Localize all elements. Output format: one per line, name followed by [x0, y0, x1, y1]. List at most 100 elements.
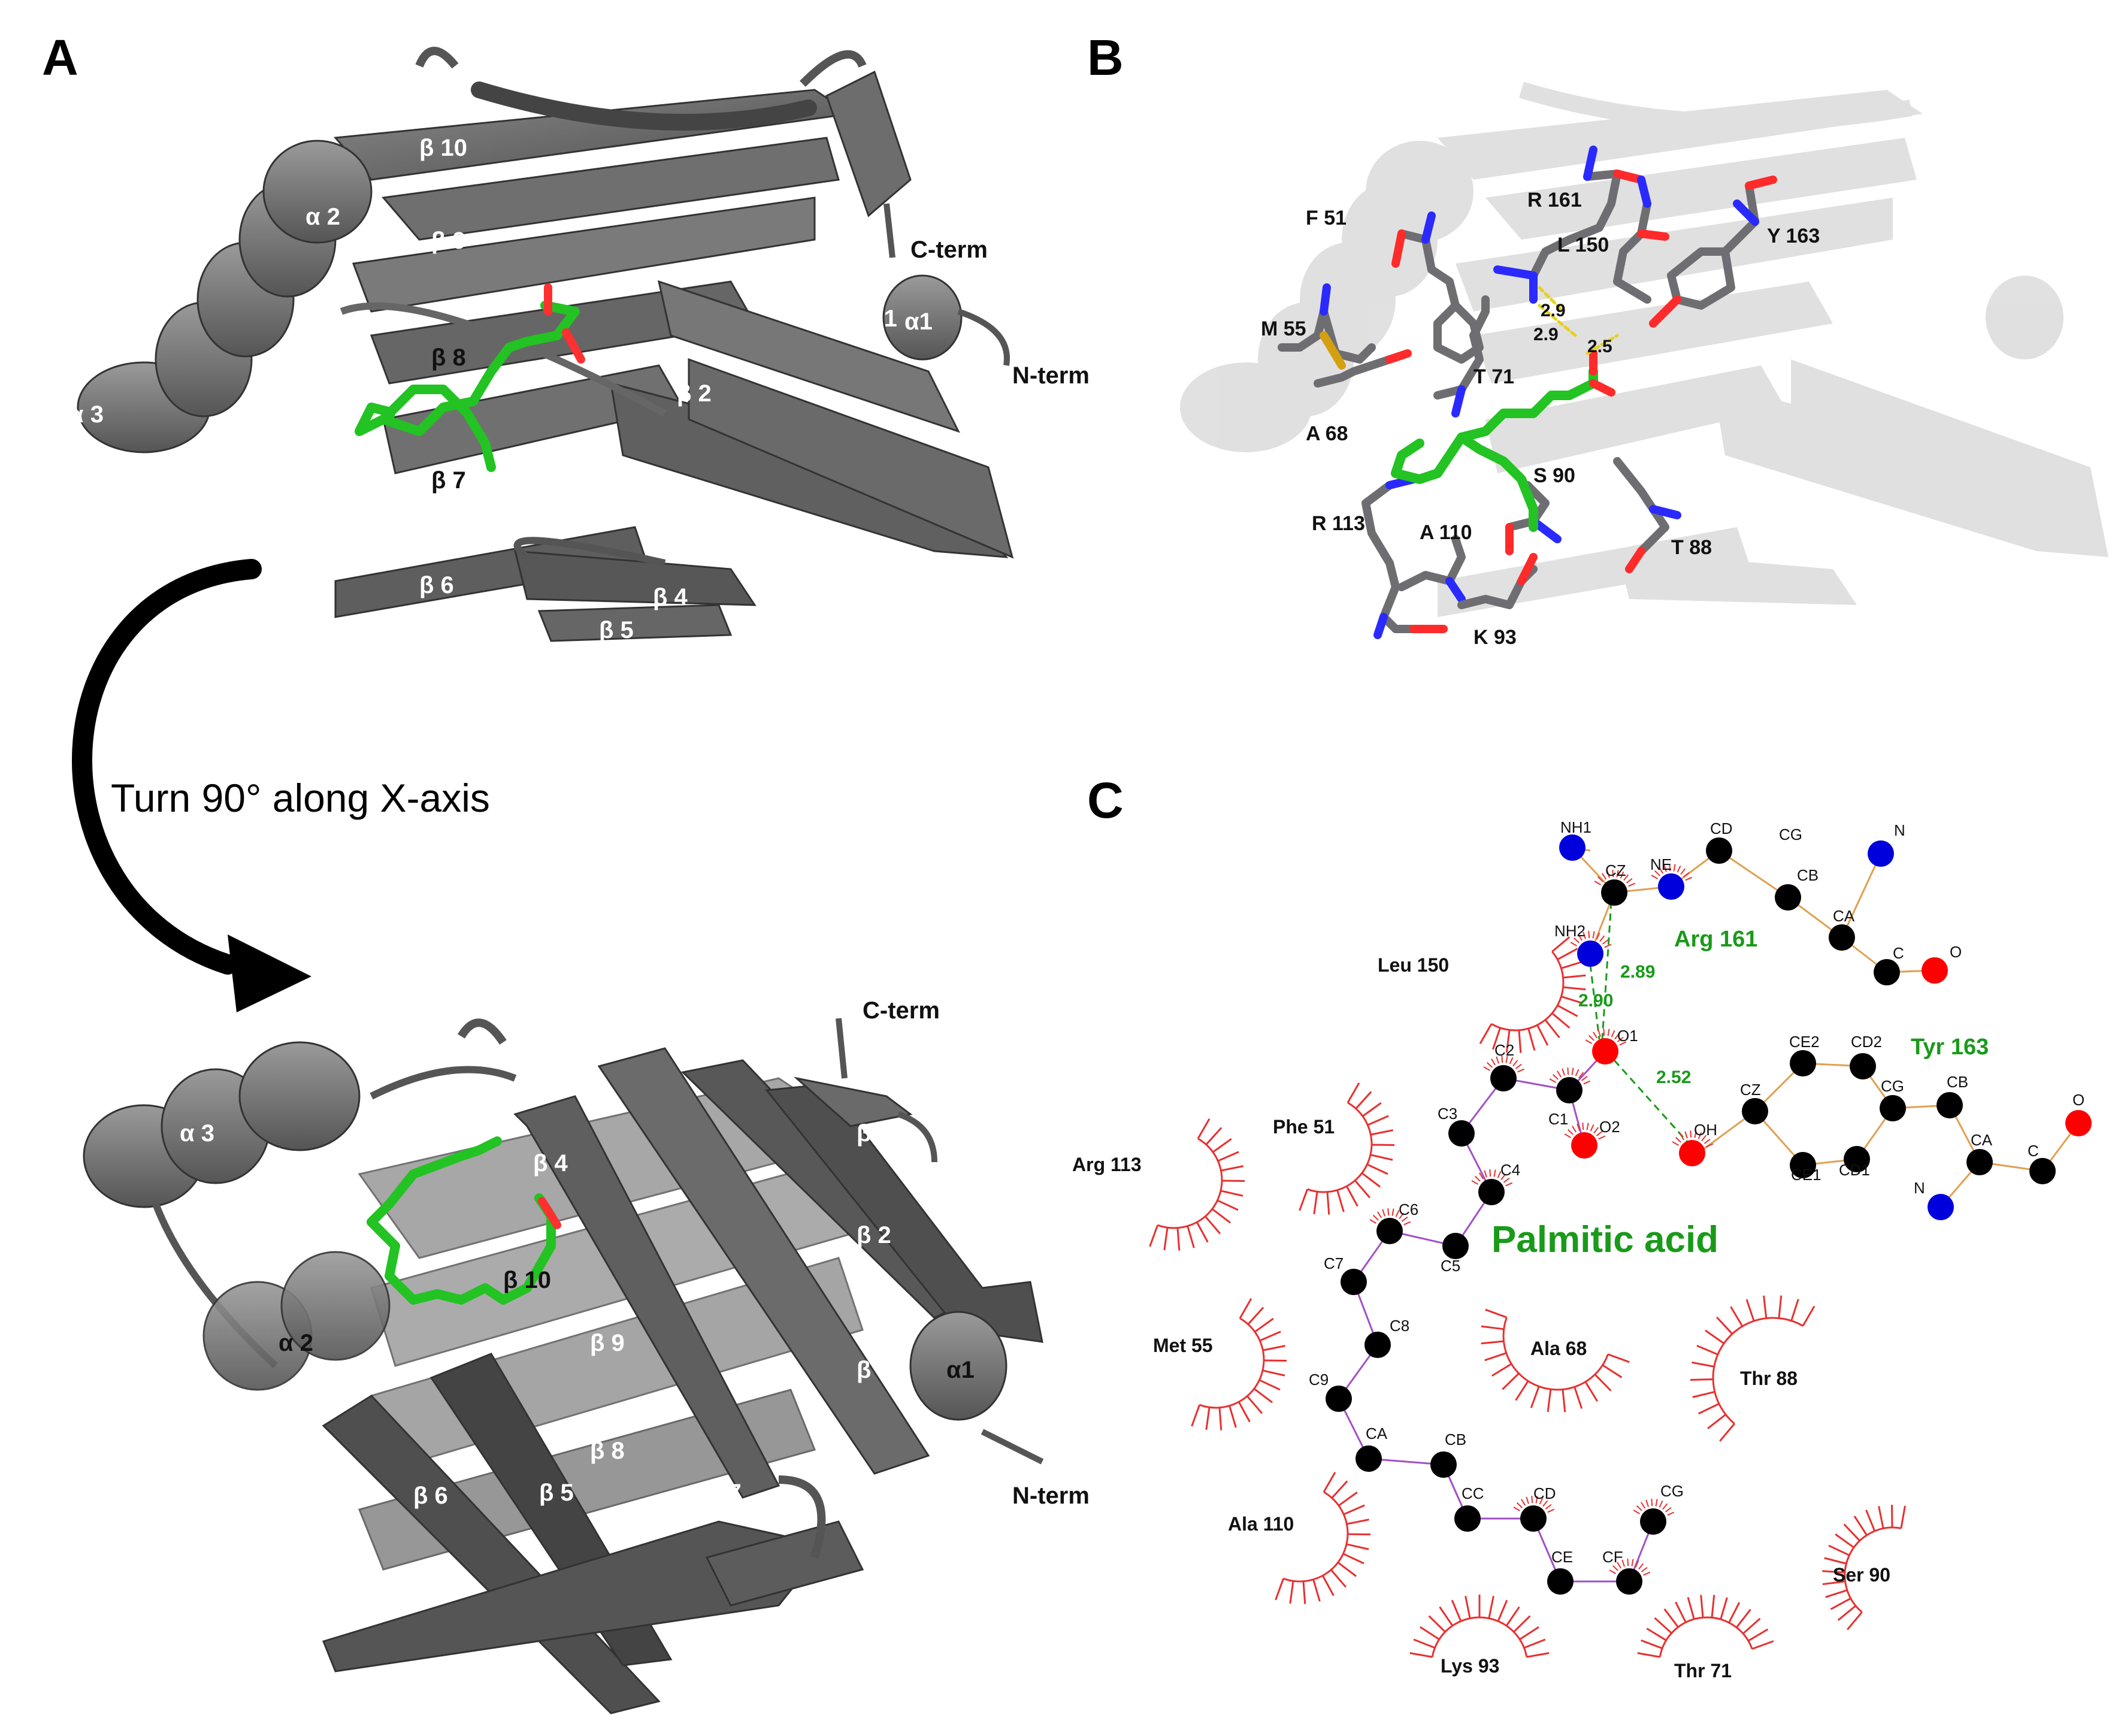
atoms [1326, 834, 2092, 1595]
atom-lig-c5 [1442, 1233, 1469, 1259]
atom-lig-cc [1454, 1505, 1481, 1532]
label-top-b2: β 2 [677, 380, 712, 407]
atom-label-arg-cd: CD [1710, 819, 1733, 837]
atom-label-lig-c9: C9 [1309, 1371, 1329, 1389]
atom-tyr-cd1 [1844, 1146, 1870, 1172]
atom-label-arg-nh2: NH2 [1554, 922, 1585, 940]
label-top-b5: β 5 [599, 617, 634, 643]
label-bottom-b10: β 10 [503, 1267, 551, 1293]
panel-letter-b: B [1087, 29, 1124, 86]
atom-label-arg-o: O [1950, 943, 1962, 961]
label-bottom-b2: β 2 [857, 1222, 891, 1248]
label-b-m55: M 55 [1261, 317, 1306, 340]
rotation-caption: Turn 90° along X-axis [111, 776, 490, 820]
atom-tyr-o [2065, 1110, 2092, 1136]
panel-letter-a: A [42, 29, 78, 86]
label-top-b7: β 7 [431, 467, 466, 494]
hydrophobic-arc-thr88 [1690, 1295, 1816, 1442]
atom-lig-c9 [1326, 1386, 1352, 1412]
label-top-b6: β 6 [419, 572, 454, 598]
atom-label-arg-ne: NE [1650, 855, 1672, 873]
atom-label-lig-c1: C1 [1548, 1110, 1568, 1128]
label-bottom-n-term: N-term [1012, 1483, 1090, 1509]
label-bottom-b1: β 1 [857, 1120, 891, 1147]
label-top-a2: α 2 [305, 204, 340, 230]
label-c-dist-252: 2.52 [1656, 1067, 1691, 1087]
atom-lig-o1 [1592, 1038, 1618, 1064]
label-top-b3: β 3 [653, 494, 688, 521]
atom-tyr-c [2029, 1158, 2056, 1184]
label-c-ser90: Ser 90 [1833, 1564, 1890, 1586]
atom-label-tyr-c: C [2028, 1142, 2039, 1160]
atom-tyr-oh [1679, 1140, 1705, 1166]
label-bottom-b7: β 7 [707, 1480, 742, 1506]
atom-lig-c2 [1490, 1065, 1517, 1091]
atom-arg-nh2 [1577, 940, 1603, 967]
atom-lig-c8 [1364, 1332, 1391, 1358]
label-c-ligand: Palmitic acid [1491, 1219, 1718, 1260]
label-b-t88: T 88 [1671, 536, 1712, 559]
label-b-y163: Y 163 [1767, 225, 1820, 247]
atom-arg-cb [1829, 924, 1855, 951]
atom-label-lig-o2: O2 [1599, 1118, 1620, 1136]
atom-label-tyr-ca: CA [1971, 1131, 1993, 1149]
atom-label-tyr-ce2: CE2 [1789, 1033, 1820, 1051]
helix-a1-bottom [909, 1311, 1007, 1421]
label-c-arg113: Arg 113 [1072, 1154, 1142, 1175]
atom-lig-cg [1640, 1508, 1666, 1535]
atom-label-tyr-cd2: CD2 [1851, 1033, 1882, 1051]
atom-label-lig-cb: CB [1445, 1430, 1466, 1448]
hydrophobic-arc-arg113 [1149, 1118, 1245, 1251]
label-b-dist-1: 2.9 [1541, 301, 1566, 320]
label-b-r113: R 113 [1312, 512, 1365, 535]
label-top-b9: β 9 [431, 228, 466, 254]
label-b-r161: R 161 [1527, 189, 1582, 211]
atom-arg-o [1922, 957, 1948, 984]
atom-arg-c [1874, 959, 1900, 985]
label-b-f51: F 51 [1306, 207, 1347, 229]
label-b-dist-3: 2.5 [1587, 337, 1612, 356]
atom-arg-cg [1775, 884, 1801, 911]
atom-lig-c3 [1448, 1120, 1475, 1147]
atom-labels: NH1 CZ NE CD CG CB CA N C O NH2 OH CZ CE… [1309, 818, 2084, 1566]
label-b-k93: K 93 [1473, 626, 1517, 649]
hydrophobic-arcs [1149, 864, 1906, 1658]
atom-label-arg-cb: CB [1797, 866, 1819, 884]
atom-label-tyr-cd1: CD1 [1839, 1161, 1870, 1179]
helix-a2-bottom [202, 1251, 391, 1391]
palmitic-acid-stick-top [355, 283, 585, 472]
hydrophobic-arc-ala68 [1481, 1308, 1630, 1413]
atom-label-lig-c5: C5 [1441, 1257, 1460, 1275]
helix-a1-top [882, 274, 1010, 366]
rotation-arrow: Turn 90° along X-axis [72, 559, 490, 1012]
palmitic-acid-stick-b [1391, 286, 1619, 532]
label-c-ala68: Ala 68 [1530, 1338, 1587, 1359]
label-bottom-a2: α 2 [279, 1330, 313, 1356]
label-bottom-a3: α 3 [180, 1120, 214, 1147]
atom-label-arg-n: N [1894, 821, 1905, 839]
hydrophobic-arc-ser90 [1822, 1504, 1906, 1631]
atom-arg-nh1 [1559, 834, 1585, 861]
atom-lig-ce [1547, 1568, 1574, 1595]
hydrophobic-arc-phe51 [1299, 1082, 1395, 1215]
atom-label-lig-cc: CC [1462, 1484, 1484, 1502]
hydrophobic-arc-met55 [1191, 1298, 1287, 1430]
atom-lig-ca [1355, 1445, 1382, 1472]
label-bottom-b5: β 5 [539, 1480, 574, 1506]
atom-tyr-cb [1936, 1092, 1963, 1118]
atom-label-tyr-oh: OH [1694, 1121, 1717, 1139]
label-c-arg161: Arg 161 [1674, 927, 1757, 952]
atom-label-tyr-cg: CG [1881, 1077, 1904, 1095]
label-top-b1: β 1 [863, 306, 897, 332]
atom-label-lig-c3: C3 [1438, 1105, 1457, 1123]
atom-label-lig-cg: CG [1660, 1482, 1684, 1500]
label-bottom-b4: β 4 [533, 1150, 568, 1177]
atom-lig-cd [1520, 1505, 1547, 1532]
hydrophobic-arc-thr71 [1637, 1595, 1774, 1658]
hydrophobic-arc-leu150 [1479, 936, 1586, 1053]
hydrogen-bonds [1589, 901, 1693, 1148]
atom-label-lig-cd: CD [1533, 1484, 1556, 1502]
atom-lig-c1 [1556, 1077, 1583, 1103]
label-b-t71: T 71 [1473, 365, 1514, 388]
atom-label-tyr-n: N [1914, 1179, 1925, 1197]
